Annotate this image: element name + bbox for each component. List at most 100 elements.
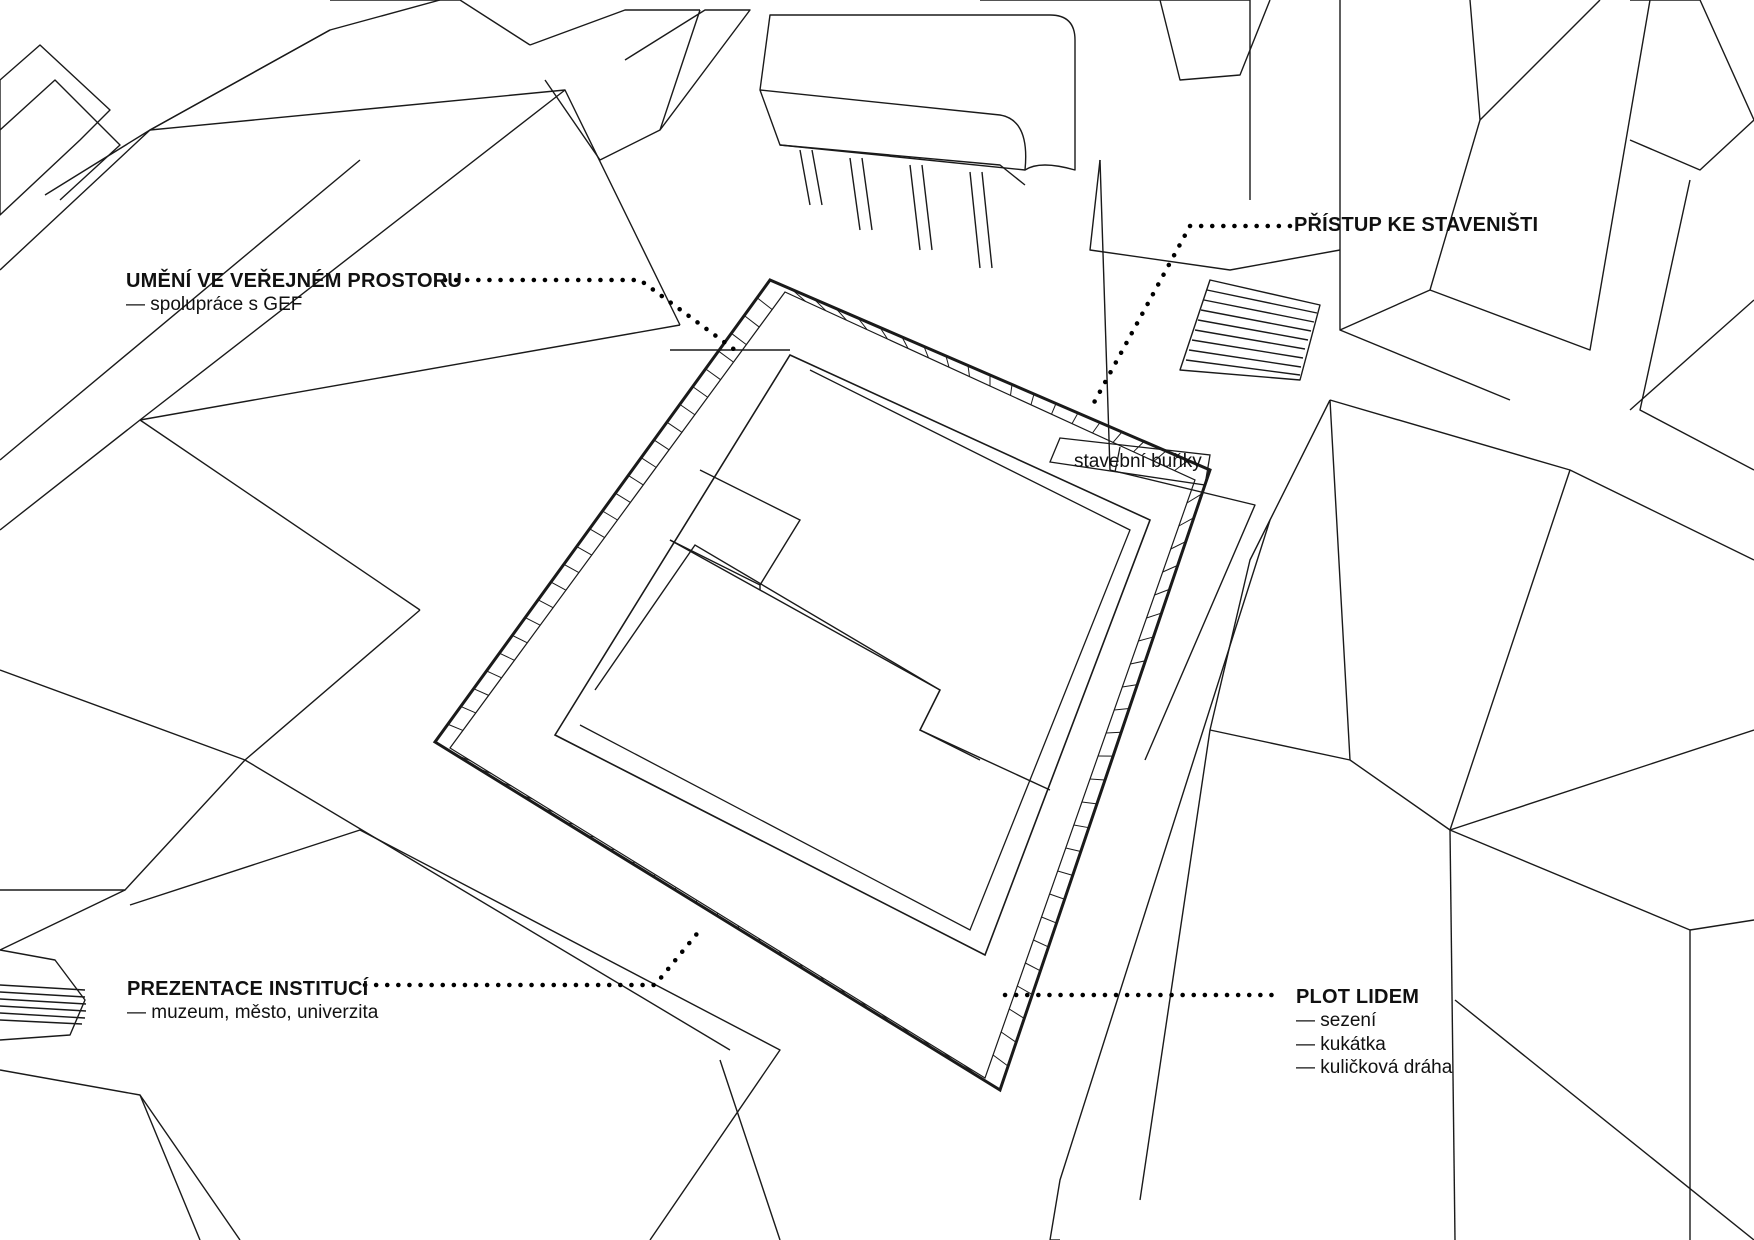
annotation-title: PLOT LIDEM [1296,986,1420,1008]
fence-panel-divider [1008,1008,1025,1019]
annotation-line: — spolupráce s GEF [126,294,303,316]
fence-panel-divider [923,346,929,358]
fence-panel-divider [550,581,567,591]
fence-panel-divider [447,723,464,731]
fence-panel-divider [922,1039,936,1051]
fence-panel-divider [743,315,760,328]
annotation-title: PŘÍSTUP KE STAVENIŠTI [1294,214,1539,236]
fence-panel-divider [587,835,595,838]
fence-panel-divider [964,1064,979,1078]
fence-panel-divider [945,355,950,368]
new-building-outline [553,353,1152,957]
fence-panel-divider [1112,431,1123,443]
fence-panel-divider [543,808,554,812]
fence-panel-divider [653,439,670,451]
fence-panel-divider [1133,441,1145,453]
fence-panel-divider [901,336,909,349]
fence-panel-divider [1122,684,1138,688]
annotation-institutions: PREZENTACE INSTITUCÍ — muzeum, město, un… [127,977,378,1025]
fence-panel-divider [521,795,533,800]
annotation-line: — kukátka [1296,1033,1386,1055]
fence-panel-divider [731,332,747,346]
fence-panel-divider [840,988,849,997]
fence-panel-divider [1057,870,1073,876]
fence-panel-divider [967,365,970,377]
fence-panel-divider [500,781,512,787]
fence-panel-divider [1153,450,1167,462]
fence-panel-divider [705,368,721,381]
fence-panel-divider [1146,612,1162,619]
fence-panel-divider [1073,824,1089,829]
fence-panel-divider [1178,517,1195,527]
fence-panel-divider [1065,847,1081,853]
fence-panel-divider [640,457,657,468]
fence-panel-divider [565,821,574,825]
fence-panel-divider [1170,541,1186,550]
fence-panel-divider [1186,493,1203,504]
fence-panel-divider [778,950,784,957]
fence-panel-divider [537,599,554,609]
annotation-line: — sezení [1296,1010,1377,1032]
fence-panel-divider [576,546,592,556]
fence-panel-divider [1051,403,1057,415]
annotation-site-access: PŘÍSTUP KE STAVENIŠTI [1294,213,1538,237]
fence-panel-divider [478,768,492,774]
fence-panel-divider [1025,962,1041,972]
fence-panel-divider [1092,422,1101,434]
fence-panel-divider [718,350,734,363]
fence-panel-divider [1130,660,1146,665]
fence-panel-divider [1030,393,1035,405]
fence-panel-divider [673,887,677,890]
fence-panel-divider [589,528,605,538]
fence-panel-divider [992,1054,1009,1067]
fence-panel-divider [460,706,476,714]
fence-panel-divider [1081,801,1097,805]
fence-panel-divider [1071,412,1079,424]
fence-panel-divider [861,1001,870,1011]
fence-panel-divider [879,327,888,340]
fence-panel-divider [1049,893,1065,900]
fence-panel-divider [1138,636,1154,642]
annotation-fence-for-people: PLOT LIDEM — sezení — kukátka — kuličkov… [1296,985,1452,1079]
fence-panel-divider [791,289,806,302]
leader-institutions [362,927,703,988]
fence-panel-divider [679,403,696,416]
fence-panel-divider [512,634,528,644]
fence-panel-divider [1162,564,1178,573]
fence-panel-divider [943,1052,957,1064]
site-fence [432,278,1212,1093]
fence-panel-divider [756,297,773,310]
fence-panel-divider [486,670,502,679]
leader-site-access [1087,223,1293,413]
fence-panel-divider [1041,916,1057,924]
fence-panel-divider [499,652,515,661]
fence-panel-divider [1033,939,1049,948]
annotation-line: — muzeum, město, univerzita [127,1002,379,1024]
fence-panel-divider [813,298,827,312]
fence-panel-divider [628,475,644,486]
fence-panel-divider [602,510,618,521]
fence-panel-divider [1000,1031,1017,1043]
fence-panel-divider [563,563,580,574]
fence-panel-divider [695,900,698,903]
annotation-public-art: UMĚNÍ VE VEŘEJNÉM PROSTORU — spolupráce … [126,269,462,317]
fence-panel-divider [666,421,683,433]
leader-public-art [442,277,738,353]
fence-panel-divider [1114,707,1130,711]
fence-panel-divider [857,317,868,330]
fence-panel-divider [1089,778,1106,781]
fence-panel-divider [737,925,740,930]
fence-panel-divider [799,963,805,970]
fence-panel-divider [1174,460,1189,472]
fence-panel-divider [902,1026,914,1037]
entrance-stairs [1179,279,1321,381]
annotation-title: PREZENTACE INSTITUCÍ [127,978,369,1000]
fence-panel-divider [456,754,471,762]
fence-panel-divider [652,874,656,877]
annotation-title: UMĚNÍ VE VEŘEJNÉM PROSTORU [126,270,463,292]
fence-panel-divider [820,976,827,984]
fence-panel-divider [881,1014,892,1024]
fence-panel-divider [1106,731,1122,734]
